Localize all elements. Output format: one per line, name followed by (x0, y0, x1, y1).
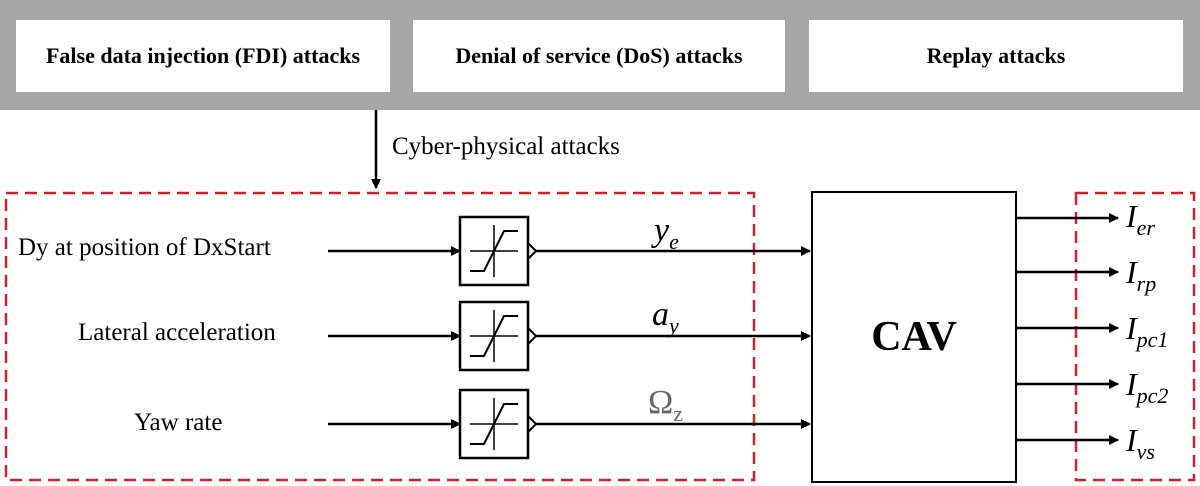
saturation-block-dy (458, 215, 538, 287)
cav-block (811, 191, 1017, 483)
attack-label-fdi: False data injection (FDI) attacks (45, 43, 361, 68)
saturation-block-lateral (458, 300, 538, 372)
attack-label-replay: Replay attacks (926, 43, 1066, 68)
output-label-rp: Irp (1126, 254, 1157, 296)
signal-label-ye: ye (654, 212, 679, 254)
output-label-pc1: Ipc1 (1126, 310, 1169, 352)
input-label-yaw: Yaw rate (134, 409, 223, 436)
saturation-block-yaw (458, 388, 538, 460)
input-label-dy: Dy at position of DxStart (18, 234, 271, 261)
attack-arrow-label: Cyber-physical attacks (392, 133, 620, 160)
signal-label-ay: ay (652, 296, 679, 338)
sensor-frame (4, 191, 756, 482)
output-frame (1074, 191, 1196, 482)
signal-label-omega: Ωz (648, 384, 684, 426)
output-label-pc2: Ipc2 (1126, 366, 1169, 408)
cav-label: CAV (871, 314, 957, 360)
output-label-vs: Ivs (1126, 422, 1155, 464)
attack-box-replay: Replay attacks (809, 20, 1183, 92)
input-label-lateral: Lateral acceleration (78, 319, 276, 346)
attack-label-dos: Denial of service (DoS) attacks (455, 43, 743, 68)
output-label-er: Ier (1126, 198, 1155, 240)
attack-box-dos: Denial of service (DoS) attacks (413, 20, 785, 92)
attack-box-fdi: False data injection (FDI) attacks (16, 20, 390, 92)
